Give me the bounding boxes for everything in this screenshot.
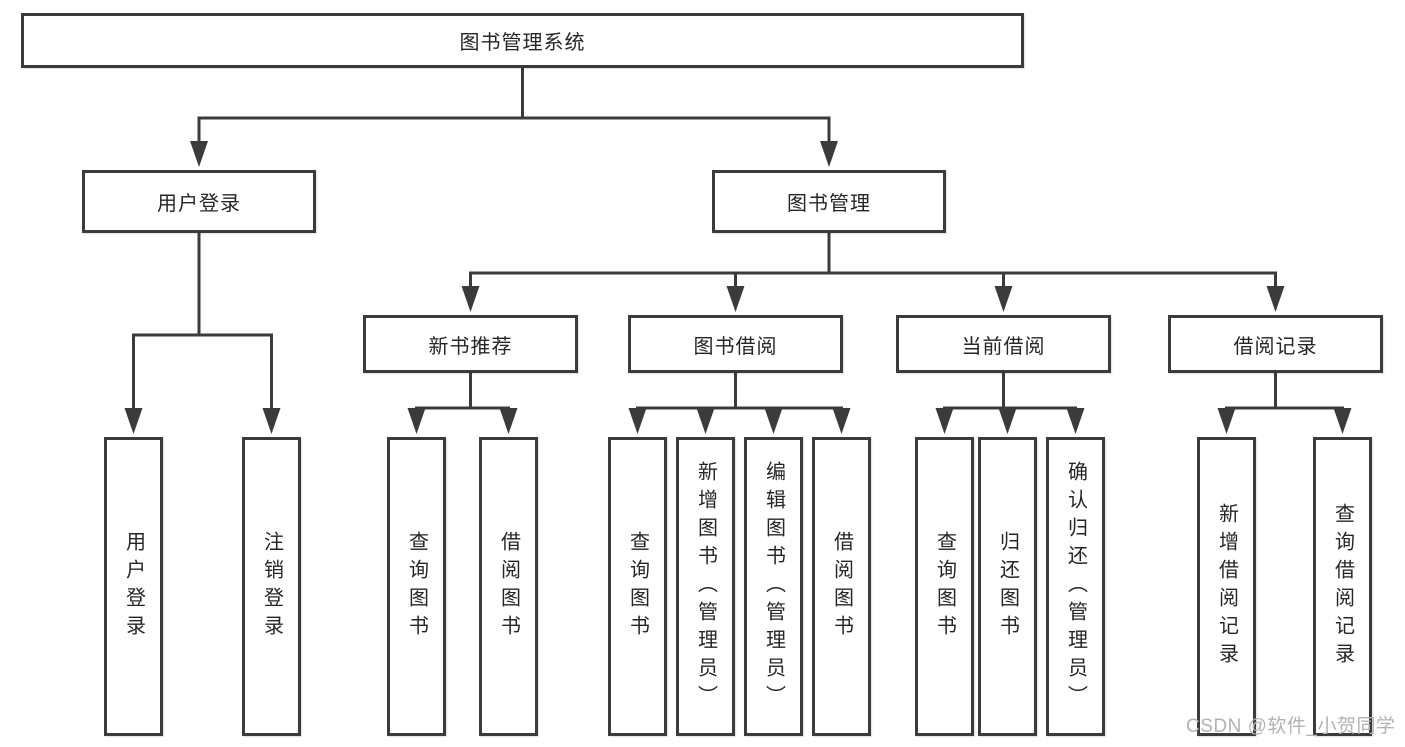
leaf-borrow-books-1: 借阅图书 xyxy=(479,437,538,736)
node-label: 借阅图书 xyxy=(497,530,520,643)
node-label: 图书管理 xyxy=(787,193,871,215)
node-label: 新书推荐 xyxy=(428,335,513,358)
leaf-user-login: 用户登录 xyxy=(104,437,163,736)
node-label: 编辑图书（管理员） xyxy=(762,460,785,713)
leaf-query-books-2: 查询图书 xyxy=(608,437,667,736)
leaf-logout: 注销登录 xyxy=(242,437,301,736)
node-label: 当前借阅 xyxy=(961,335,1046,358)
node-label: 用户登录 xyxy=(157,193,241,215)
leaf-query-books-3: 查询图书 xyxy=(915,437,974,736)
leaf-add-borrow-record: 新增借阅记录 xyxy=(1197,437,1256,736)
leaf-add-book-admin: 新增图书（管理员） xyxy=(676,437,735,736)
node-label: 归还图书 xyxy=(996,530,1019,643)
leaf-query-books-1: 查询图书 xyxy=(387,437,446,736)
node-book-borrowing: 图书借阅 xyxy=(628,315,843,373)
node-label: 查询图书 xyxy=(626,530,649,643)
node-label: 注销登录 xyxy=(260,530,283,643)
node-label: 图书借阅 xyxy=(693,335,778,358)
node-label: 查询图书 xyxy=(933,530,956,643)
node-label: 新增借阅记录 xyxy=(1215,502,1238,671)
leaf-query-borrow-record: 查询借阅记录 xyxy=(1313,437,1372,736)
node-label: 借阅图书 xyxy=(830,530,853,643)
node-borrowing-records: 借阅记录 xyxy=(1168,315,1383,373)
node-user-login: 用户登录 xyxy=(82,170,316,233)
node-label: 确认归还（管理员） xyxy=(1064,460,1087,713)
node-label: 查询图书 xyxy=(405,530,428,643)
node-book-management: 图书管理 xyxy=(712,170,946,233)
leaf-return-book: 归还图书 xyxy=(978,437,1037,736)
watermark: CSDN @软件_小贺同学 xyxy=(1186,716,1396,737)
leaf-borrow-books-2: 借阅图书 xyxy=(812,437,871,736)
node-library-management-system: 图书管理系统 xyxy=(21,13,1024,68)
leaf-edit-book-admin: 编辑图书（管理员） xyxy=(744,437,803,736)
node-current-borrowing: 当前借阅 xyxy=(896,315,1111,373)
node-new-book-recommend: 新书推荐 xyxy=(363,315,578,373)
node-label: 新增图书（管理员） xyxy=(694,460,717,713)
node-label: 用户登录 xyxy=(122,530,145,643)
node-label: 图书管理系统 xyxy=(459,32,586,54)
node-label: 查询借阅记录 xyxy=(1331,502,1354,671)
node-label: 借阅记录 xyxy=(1233,335,1318,358)
leaf-confirm-return-admin: 确认归还（管理员） xyxy=(1046,437,1105,736)
